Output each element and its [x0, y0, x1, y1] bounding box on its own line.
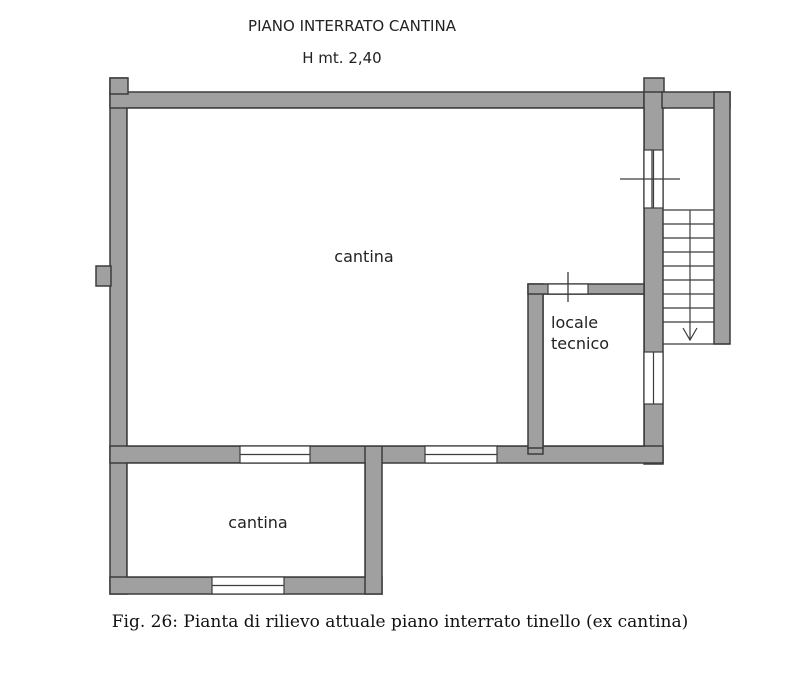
- room-label-main: cantina: [334, 247, 393, 266]
- wall-bottom-main: [109, 445, 664, 464]
- staircase: [663, 209, 730, 345]
- stair-arrow-icon: [682, 327, 698, 342]
- wall-tech-left-front: [527, 283, 544, 449]
- wall-lower-right: [364, 445, 383, 595]
- wall-left-outer: [109, 77, 128, 595]
- wall-top: [109, 91, 665, 109]
- wall-stair-right: [713, 91, 731, 345]
- room-tech-interior: [542, 293, 645, 447]
- plan-height-label: H mt. 2,40: [302, 49, 381, 67]
- figure-caption: Fig. 26: Pianta di rilievo attuale piano…: [111, 612, 689, 632]
- room-label-technical-1: locale: [551, 313, 598, 332]
- room-interiors: [126, 107, 645, 578]
- plan-title: PIANO INTERRATO CANTINA: [248, 17, 457, 35]
- markers: [567, 150, 680, 302]
- room-lower-interior: [126, 462, 366, 578]
- room-label-lower: cantina: [228, 513, 287, 532]
- room-label-technical-2: tecnico: [551, 334, 609, 353]
- wall-left-stub: [95, 265, 112, 287]
- wall-top-left-stub: [109, 77, 129, 95]
- wall-right-main: [643, 91, 664, 465]
